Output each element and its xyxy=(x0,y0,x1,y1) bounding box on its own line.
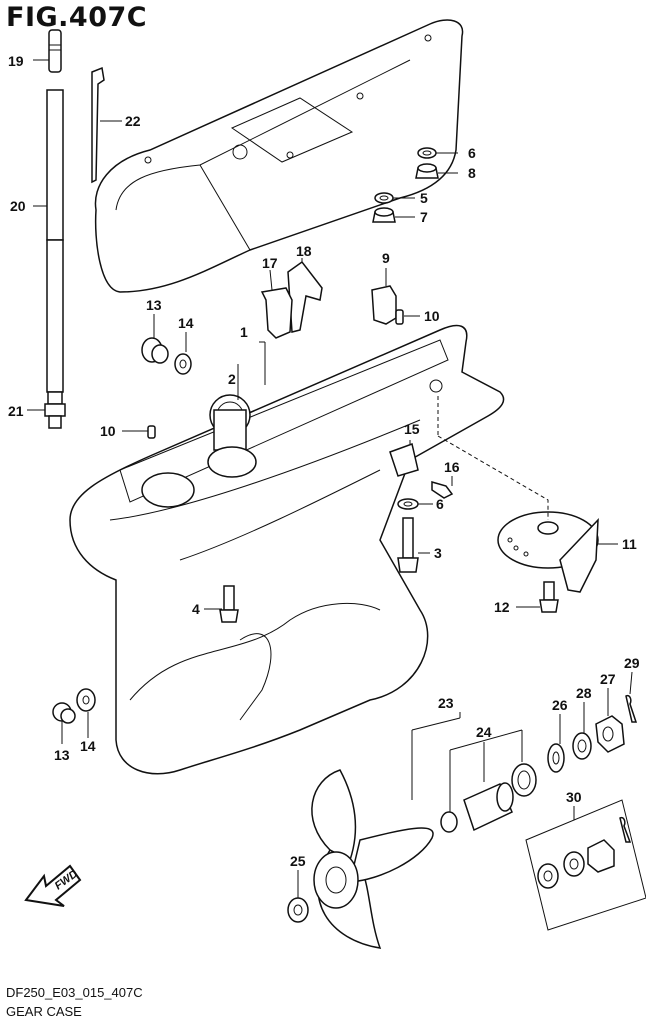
part-25-thrust-washer xyxy=(287,897,309,923)
callout-13a: 13 xyxy=(146,297,162,313)
fwd-direction-badge: FWD xyxy=(24,864,82,907)
callout-20: 20 xyxy=(10,198,26,214)
callout-5: 5 xyxy=(420,190,428,206)
part-4-bolt xyxy=(219,585,239,623)
part-13-plug xyxy=(141,337,169,364)
callout-28: 28 xyxy=(576,685,592,701)
part-11-anode xyxy=(497,511,599,593)
callout-13b: 13 xyxy=(54,747,70,763)
part-16-bolt xyxy=(431,481,454,499)
callout-14a: 14 xyxy=(178,315,194,331)
callout-22: 22 xyxy=(125,113,141,129)
part-27-nut xyxy=(595,715,625,753)
callout-8: 8 xyxy=(468,165,476,181)
callout-15: 15 xyxy=(404,421,420,437)
part-8-nut xyxy=(415,163,439,179)
callout-6b: 6 xyxy=(436,496,444,512)
callout-14b: 14 xyxy=(80,738,96,754)
part-26-washer xyxy=(547,743,565,773)
callout-11: 11 xyxy=(622,536,637,552)
part-18-bracket xyxy=(287,260,323,333)
callout-9: 9 xyxy=(382,250,390,266)
callout-18: 18 xyxy=(296,243,312,259)
callout-4: 4 xyxy=(192,601,200,617)
callout-21: 21 xyxy=(8,403,24,419)
part-28-spacer xyxy=(572,732,592,760)
part-15-block xyxy=(389,443,419,477)
callout-2: 2 xyxy=(228,371,236,387)
callout-26: 26 xyxy=(552,697,568,713)
part-9-block xyxy=(371,285,397,325)
gear-case-body xyxy=(69,324,505,775)
callout-17: 17 xyxy=(262,255,278,271)
part-5-washer xyxy=(374,192,394,204)
callout-6a: 6 xyxy=(468,145,476,161)
part-24-bushing xyxy=(440,763,537,833)
figure-name: GEAR CASE xyxy=(6,1004,82,1019)
part-12-bolt xyxy=(539,581,559,613)
part-13-plug-lower xyxy=(52,702,76,724)
callout-7: 7 xyxy=(420,209,428,225)
propeller xyxy=(311,769,434,949)
part-19-cap xyxy=(48,29,62,73)
callout-29: 29 xyxy=(624,655,640,671)
callout-19: 19 xyxy=(8,53,24,69)
part-3-bolt xyxy=(397,517,419,573)
part-14-washer xyxy=(174,353,192,375)
callout-25: 25 xyxy=(290,853,306,869)
callout-10a: 10 xyxy=(424,308,440,324)
part-10-dowel-lower xyxy=(147,425,156,439)
top-cover-housing xyxy=(94,19,464,293)
part-20-driveshaft xyxy=(46,89,64,393)
part-14-washer-lower xyxy=(76,688,96,712)
part-7-nut xyxy=(372,207,396,223)
callout-12: 12 xyxy=(494,599,510,615)
callout-23: 23 xyxy=(438,695,454,711)
callout-16: 16 xyxy=(444,459,460,475)
callout-30: 30 xyxy=(566,789,582,805)
part-6-washer xyxy=(417,147,437,159)
callout-3: 3 xyxy=(434,545,442,561)
callout-1: 1 xyxy=(240,324,248,340)
part-29-cotter-pin xyxy=(625,694,638,723)
figure-title: FIG.407C xyxy=(6,2,148,33)
part-6-washer-lower xyxy=(397,498,419,510)
callout-10b: 10 xyxy=(100,423,116,439)
part-22-pin xyxy=(91,66,105,184)
callout-24: 24 xyxy=(476,724,492,740)
part-10-dowel xyxy=(395,309,404,325)
callout-27: 27 xyxy=(600,671,616,687)
figure-code: DF250_E03_015_407C xyxy=(6,985,143,1000)
part-17-clip xyxy=(260,287,293,339)
part-30-kit-box xyxy=(525,799,646,931)
part-21-fitting xyxy=(44,391,66,429)
